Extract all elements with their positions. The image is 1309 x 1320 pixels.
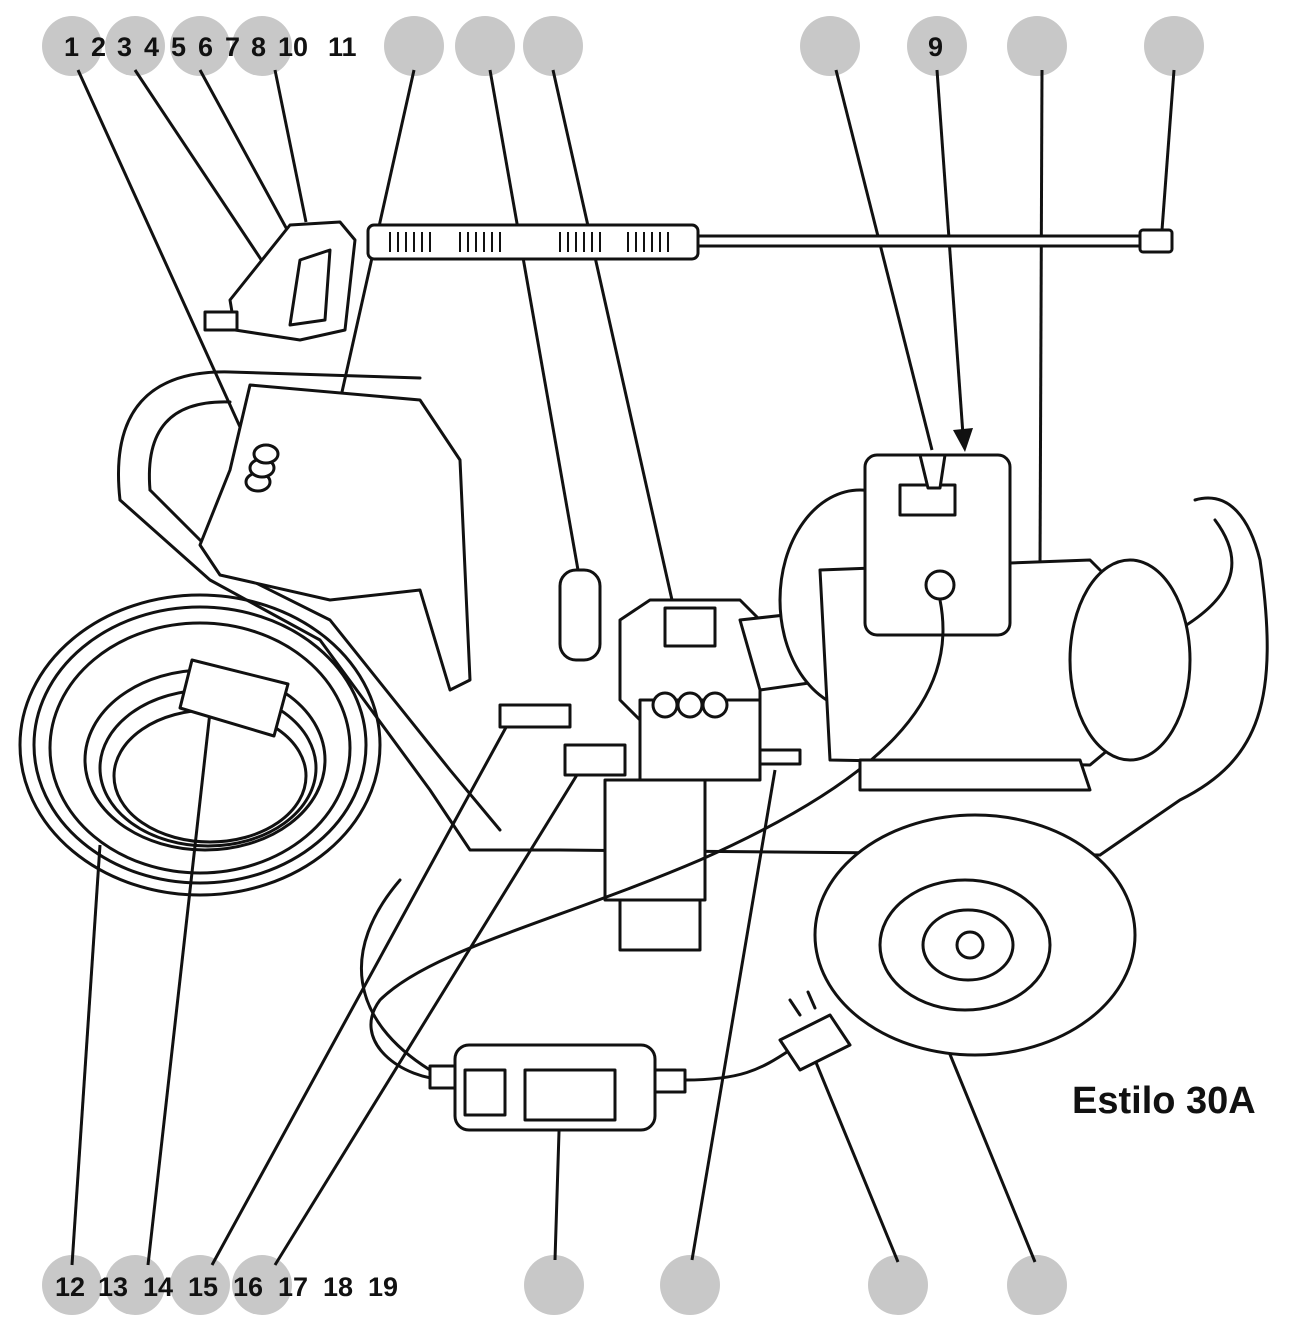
callout-circle <box>660 1255 720 1315</box>
label-5: 5 <box>171 32 186 62</box>
label-6: 6 <box>198 32 213 62</box>
pump <box>498 568 832 952</box>
callout-circle <box>105 1255 165 1315</box>
callout-circle <box>1144 16 1204 76</box>
label-4: 4 <box>144 32 159 62</box>
label-7: 7 <box>225 32 240 62</box>
callout-circle <box>42 16 102 76</box>
label-11: 11 <box>328 32 357 62</box>
label-14: 14 <box>143 1272 173 1302</box>
nozzle-set <box>244 443 280 493</box>
gfci-cord <box>359 878 852 1132</box>
callout-circle <box>42 1255 102 1315</box>
callout-circle <box>1007 1255 1067 1315</box>
label-10: 10 <box>278 32 308 62</box>
label-17: 17 <box>278 1272 308 1302</box>
label-8: 8 <box>251 32 266 62</box>
callout-circle <box>800 16 860 76</box>
callout-circle <box>524 1255 584 1315</box>
callout-circle <box>232 16 292 76</box>
hose-coil <box>18 593 382 897</box>
spray-gun <box>203 220 357 342</box>
callout-circle <box>455 16 515 76</box>
callout-circle <box>384 16 444 76</box>
callout-circle <box>232 1255 292 1315</box>
label-1: 1 <box>64 32 79 62</box>
callout-circle <box>170 16 230 76</box>
callout-circle <box>523 16 583 76</box>
label-15: 15 <box>188 1272 218 1302</box>
frame <box>117 370 1269 857</box>
callout-circle <box>907 16 967 76</box>
callout-circles-bottom <box>42 1255 1067 1315</box>
spray-wand <box>366 223 1174 261</box>
top-label-row: 1 2 3 4 5 6 7 8 10 11 9 <box>64 32 943 62</box>
callout-circle <box>1007 16 1067 76</box>
label-16: 16 <box>233 1272 263 1302</box>
label-12: 12 <box>55 1272 85 1302</box>
label-9: 9 <box>928 32 943 62</box>
label-2: 2 <box>91 32 106 62</box>
callout-circle <box>868 1255 928 1315</box>
arrow-9 <box>935 69 973 452</box>
motor <box>369 453 1192 1082</box>
callout-circle <box>105 16 165 76</box>
callout-circle <box>170 1255 230 1315</box>
diagram-title: Estilo 30A <box>1072 1080 1256 1122</box>
label-3: 3 <box>117 32 132 62</box>
bottom-label-row: 12 13 14 15 16 17 18 19 <box>55 1272 398 1302</box>
label-13: 13 <box>98 1272 128 1302</box>
callout-circles-top <box>42 16 1204 76</box>
hose-tag <box>178 658 290 738</box>
label-19: 19 <box>368 1272 398 1302</box>
wheel <box>813 813 1137 1057</box>
label-18: 18 <box>323 1272 353 1302</box>
